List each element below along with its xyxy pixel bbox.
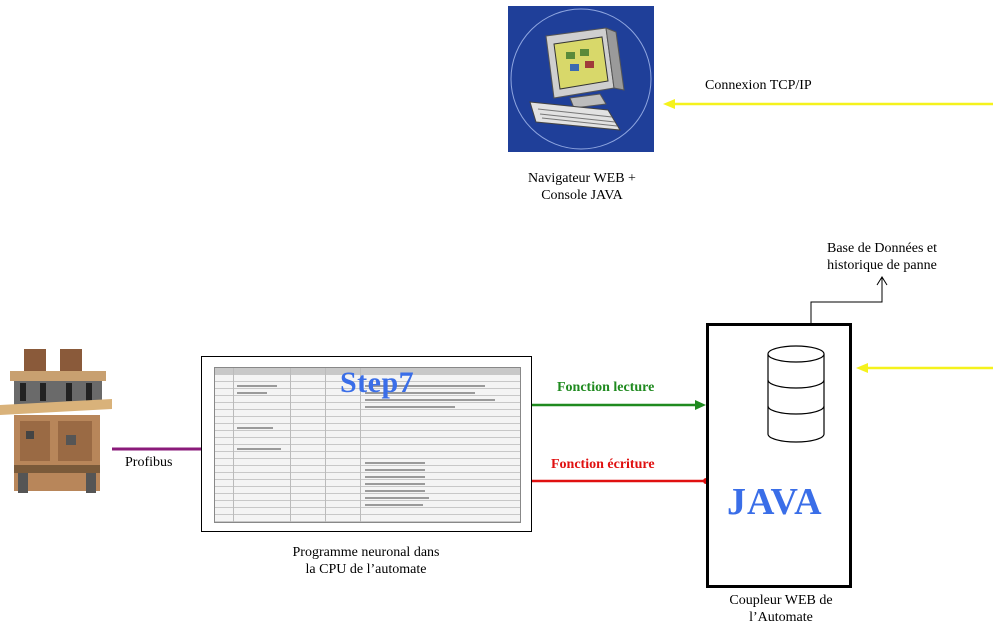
java-label: JAVA <box>727 481 823 523</box>
navigateur-line1: Navigateur WEB + <box>528 171 636 186</box>
coupleur-line2: l’Automate <box>749 610 813 625</box>
fonction-ecriture-label: Fonction écriture <box>551 457 655 472</box>
coupleur-box: JAVA <box>706 323 852 588</box>
lecture-arrowhead <box>695 400 706 410</box>
programme-caption: Programme neuronal dans la CPU de l’auto… <box>246 544 486 578</box>
database-icon <box>767 345 825 443</box>
base-line1: Base de Données et <box>826 241 938 256</box>
programme-line2: la CPU de l’automate <box>305 562 427 577</box>
step7-table: Step7 <box>214 367 521 523</box>
programme-line1: Programme neuronal dans <box>292 545 440 560</box>
base-caption: Base de Données et historique de panne <box>790 240 974 274</box>
tcp-ip-arrowhead-top <box>663 99 675 109</box>
navigateur-caption: Navigateur WEB + Console JAVA <box>490 170 674 204</box>
profibus-label: Profibus <box>125 455 173 470</box>
machine-image <box>0 347 112 495</box>
tcp-ip-arrowhead-bottom <box>856 363 868 373</box>
coupleur-caption: Coupleur WEB de l’Automate <box>696 592 866 626</box>
fonction-lecture-label: Fonction lecture <box>557 380 655 395</box>
step7-program-panel: Step7 <box>201 356 532 532</box>
base-line2: historique de panne <box>827 258 937 273</box>
step7-title: Step7 <box>340 367 415 399</box>
coupleur-line1: Coupleur WEB de <box>729 593 833 608</box>
database-link-arrowhead <box>876 276 888 286</box>
navigateur-line2: Console JAVA <box>541 188 623 203</box>
computer-icon <box>508 6 654 152</box>
connexion-label: Connexion TCP/IP <box>705 78 812 93</box>
